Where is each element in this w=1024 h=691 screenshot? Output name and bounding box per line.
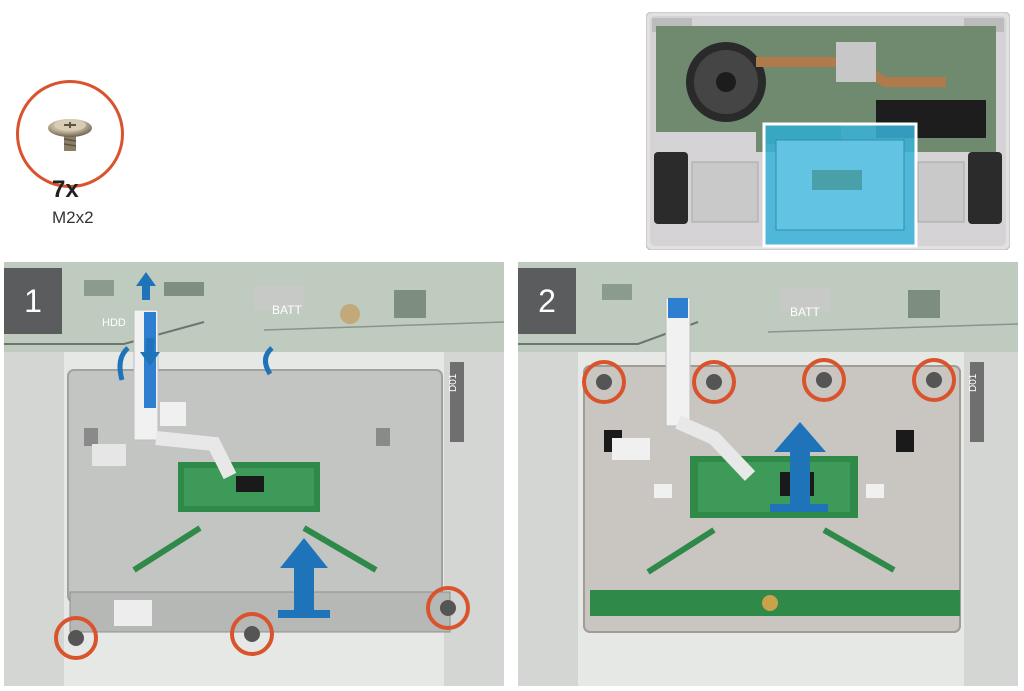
- d01-label: D01: [968, 373, 979, 392]
- screw-legend: 7x M2x2: [16, 80, 136, 240]
- screw-quantity: 7x: [52, 176, 79, 203]
- batt-label: BATT: [790, 305, 820, 319]
- step-2-panel: BATT D01 2: [518, 262, 1018, 686]
- screw-icon: [48, 119, 92, 151]
- step-1-panel: HDD BATT D01 1: [4, 262, 504, 686]
- overview-laptop-image: [645, 11, 1011, 251]
- screw-size-label: M2x2: [52, 208, 94, 227]
- step-number-badge: 2: [518, 268, 576, 334]
- hdd-label: HDD: [102, 317, 126, 329]
- batt-label: BATT: [272, 303, 302, 317]
- step-number-badge: 1: [4, 268, 62, 334]
- screw-callout-circle: [16, 80, 124, 188]
- d01-label: D01: [448, 373, 459, 392]
